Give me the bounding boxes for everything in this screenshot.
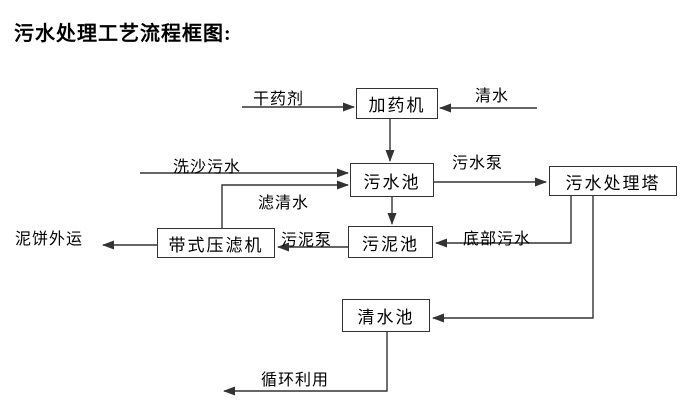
node-sewage-pool: 污水池 [350,163,434,197]
edge-label-clear-water-in: 清水 [475,88,510,105]
edge-label-recycle: 循环利用 [261,372,330,389]
edge-label-mud-cake-out: 泥饼外运 [15,231,84,248]
node-clear-water-pool: 清水池 [342,299,430,332]
edge-bottom-sewage-to-sludge-pool [435,196,572,248]
node-dosing-machine: 加药机 [356,88,438,119]
edge-filtered-water-to-sewage-pool [221,180,349,228]
node-treatment-tower-label: 污水处理塔 [565,173,661,193]
edge-label-sewage-pump: 污水泵 [452,155,504,172]
node-sludge-pool: 污泥池 [348,226,433,258]
node-clear-water-pool-label: 清水池 [357,308,415,327]
edge-label-dry-agent: 干药剂 [253,91,305,108]
node-sludge-pool-label: 污泥池 [362,234,419,254]
edge-label-sand-washing-sewage: 洗沙污水 [173,159,242,176]
edge-clear-water-pool-to-recycle [223,332,388,396]
edge-label-bottom-sewage: 底部污水 [463,231,532,248]
edge-tower-to-clear-water-pool [432,196,594,323]
node-belt-filter-press-label: 带式压滤机 [168,235,264,255]
node-dosing-machine-label: 加药机 [368,96,426,115]
edge-label-filtered-water: 滤清水 [258,195,310,212]
page-title: 污水处理工艺流程框图: [14,23,232,45]
node-belt-filter-press: 带式压滤机 [157,228,275,258]
node-sewage-pool-label: 污水池 [363,172,421,192]
node-treatment-tower: 污水处理塔 [549,166,677,196]
edge-label-sludge-pump: 污泥泵 [281,232,333,249]
